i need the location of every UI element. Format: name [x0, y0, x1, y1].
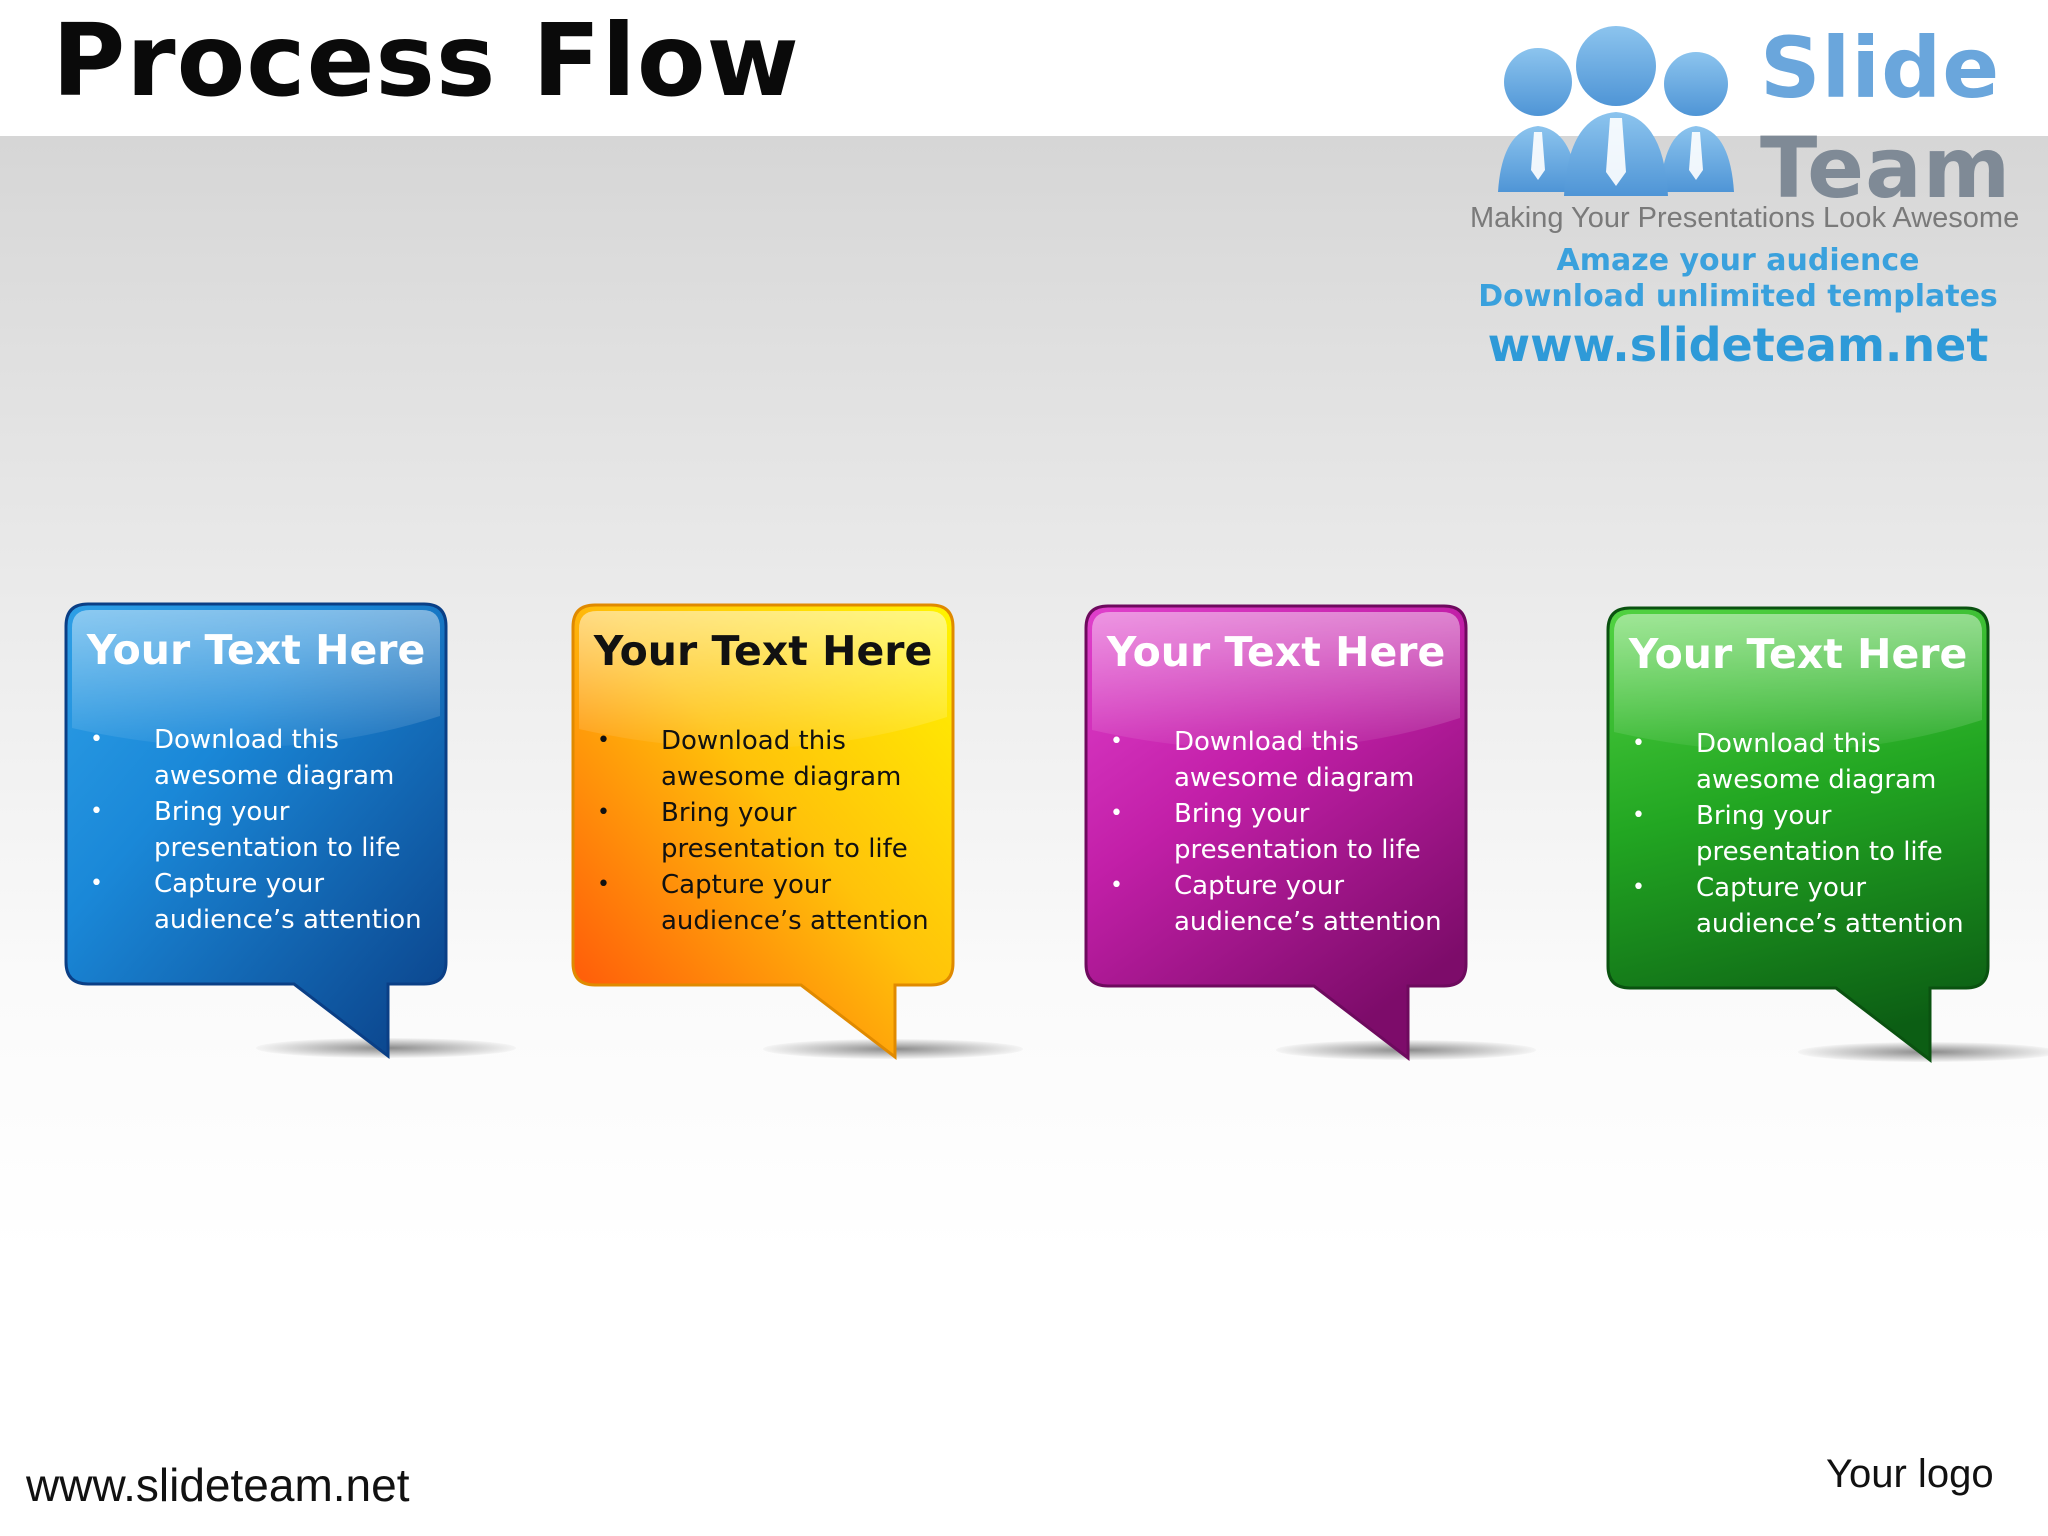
bullet-icon: •: [1632, 875, 1645, 900]
bullet-icon: •: [1110, 801, 1123, 826]
page-title: Process Flow: [52, 2, 800, 119]
footer-logo-placeholder: Your logo: [1826, 1452, 1994, 1496]
footer-url-link[interactable]: www.slideteam.net: [26, 1459, 410, 1511]
bullet-icon: •: [90, 871, 103, 896]
speech-bubble-shape: [1084, 604, 1468, 1062]
bullet-icon: •: [1110, 873, 1123, 898]
bullet-icon: •: [90, 727, 103, 752]
bullet-icon: •: [1632, 803, 1645, 828]
slideteam-logo: Slide Team Making Your Presentations Loo…: [1468, 16, 2028, 376]
speech-bubble-shape: [1606, 606, 1990, 1064]
logo-tagline: Making Your Presentations Look Awesome: [1470, 202, 2020, 234]
bullet-icon: •: [1110, 729, 1123, 754]
logo-url[interactable]: www.slideteam.net: [1487, 318, 1989, 372]
bullet-icon: •: [90, 799, 103, 824]
bullet-icon: •: [597, 800, 610, 825]
bubble-heading: Your Text Here: [86, 626, 426, 674]
bullet-icon: •: [597, 728, 610, 753]
speech-bubble-shape: [571, 603, 955, 1061]
bullet-icon: •: [1632, 731, 1645, 756]
speech-bubble-shape: [64, 602, 448, 1060]
logo-word-team: Team: [1760, 119, 2012, 217]
bullet-icon: •: [597, 872, 610, 897]
logo-word-slide: Slide: [1760, 19, 2001, 117]
bubble-heading: Your Text Here: [1628, 630, 1968, 678]
logo-download-text: Download unlimited templates: [1478, 279, 1998, 314]
logo-amaze-text: Amaze your audience: [1556, 243, 1920, 278]
bubble-heading: Your Text Here: [1106, 628, 1446, 676]
people-icon: [1498, 26, 1734, 196]
bubble-heading: Your Text Here: [593, 627, 933, 675]
